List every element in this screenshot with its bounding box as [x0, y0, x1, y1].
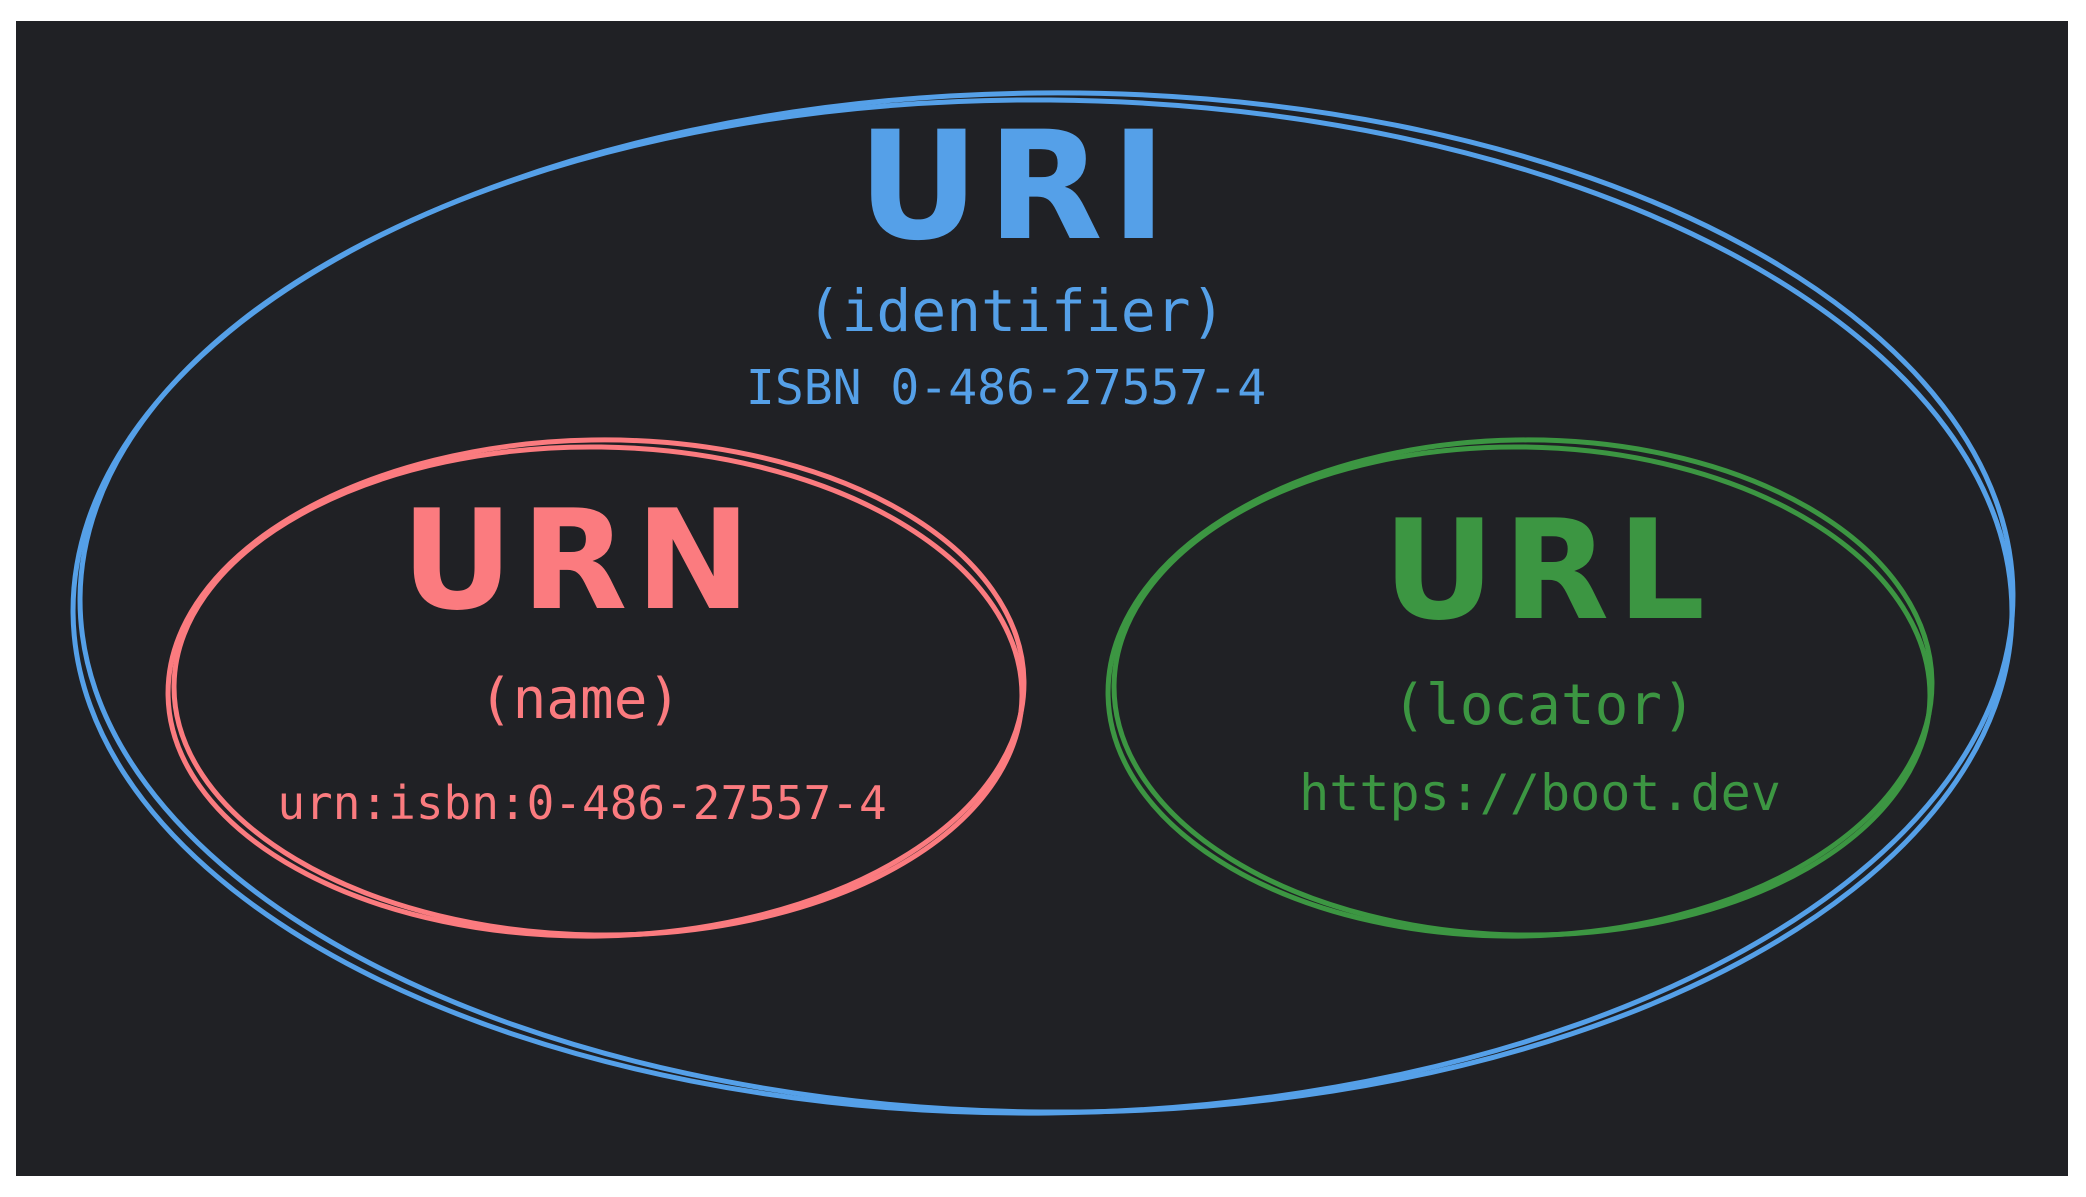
- uri-title: URI: [857, 100, 1175, 274]
- urn-subtitle: (name): [478, 667, 682, 732]
- uri-ellipse: [70, 90, 2016, 1116]
- url-ellipse: [1105, 437, 1935, 939]
- diagram-background: [16, 21, 2068, 1176]
- urn-title: URN: [401, 480, 759, 641]
- url-example: https://boot.dev: [1299, 764, 1781, 822]
- url-title: URL: [1382, 490, 1714, 651]
- url-subtitle: (locator): [1392, 673, 1696, 738]
- urn-ellipse: [165, 437, 1027, 939]
- uri-example: ISBN 0-486-27557-4: [745, 360, 1267, 416]
- uri-subtitle: (identifier): [806, 277, 1226, 345]
- urn-example: urn:isbn:0-486-27557-4: [277, 776, 887, 830]
